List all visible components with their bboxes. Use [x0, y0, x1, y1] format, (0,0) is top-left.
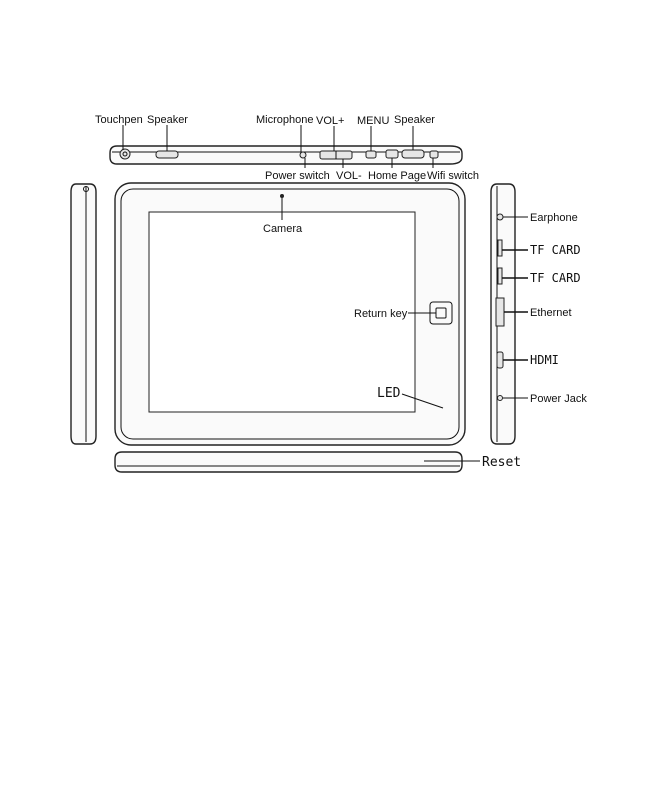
label-led: LED	[377, 386, 401, 401]
label-home-page: Home Page	[368, 170, 426, 182]
label-power-switch: Power switch	[265, 170, 330, 182]
label-power-jack: Power Jack	[530, 393, 587, 405]
touchpen-slot	[120, 149, 130, 159]
speaker-left-grille	[156, 151, 178, 158]
left-edge-body	[71, 184, 96, 444]
label-return-key: Return key	[354, 308, 408, 320]
camera-lens	[280, 194, 284, 198]
label-hdmi: HDMI	[530, 353, 559, 367]
label-speaker-left: Speaker	[147, 114, 188, 126]
label-tf-card-1: TF CARD	[530, 243, 581, 257]
microphone-hole	[300, 152, 306, 158]
right-edge-view: Earphone TF CARD TF CARD Ethernet HDMI P…	[491, 184, 587, 444]
bottom-edge-body	[115, 452, 462, 472]
earphone-jack	[497, 214, 503, 220]
home-button	[386, 150, 398, 158]
menu-button	[366, 151, 376, 158]
hdmi-port	[497, 352, 503, 368]
label-earphone: Earphone	[530, 212, 578, 224]
bottom-edge-view: Reset	[115, 452, 521, 472]
tf-card-slot-1	[498, 240, 502, 256]
label-ethernet: Ethernet	[530, 307, 572, 319]
label-wifi-switch: Wifi switch	[427, 170, 479, 182]
wifi-switch	[430, 151, 438, 158]
label-tf-card-2: TF CARD	[530, 271, 581, 285]
tf-card-slot-2	[498, 268, 502, 284]
label-touchpen: Touchpen	[95, 114, 143, 126]
label-vol-minus: VOL-	[336, 170, 362, 182]
label-camera: Camera	[263, 223, 303, 235]
left-edge-view	[71, 184, 96, 444]
power-jack	[498, 396, 503, 401]
ethernet-port	[496, 298, 504, 326]
speaker-right-grille	[402, 150, 424, 158]
label-speaker-right: Speaker	[394, 114, 435, 126]
label-vol-plus: VOL+	[316, 115, 344, 127]
label-reset: Reset	[482, 455, 521, 470]
front-view: Camera Return key LED	[115, 183, 465, 445]
label-microphone: Microphone	[256, 114, 313, 126]
label-menu: MENU	[357, 115, 389, 127]
top-edge-view: Touchpen Speaker Microphone VOL+ MENU Sp…	[95, 114, 479, 182]
